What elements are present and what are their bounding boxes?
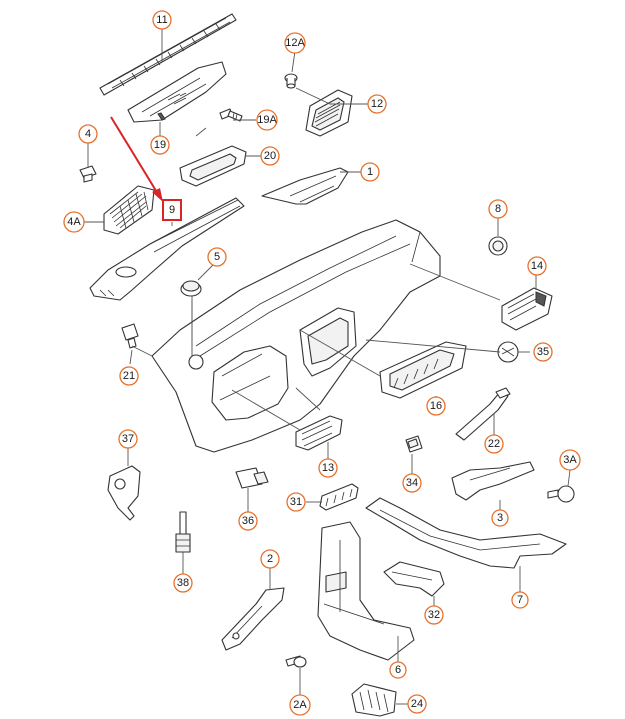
- callout-12a-label: 12A: [285, 37, 305, 49]
- part-37-sensor-housing[interactable]: [107, 465, 141, 521]
- callout-6-label: 6: [395, 664, 401, 676]
- part-4-bolt[interactable]: [79, 165, 97, 183]
- part-6-center-duct[interactable]: [317, 521, 415, 661]
- callout-22[interactable]: 22: [484, 434, 504, 454]
- callout-14-label: 14: [531, 260, 543, 272]
- part-19-cover-panel[interactable]: [127, 61, 227, 123]
- callout-36-label: 36: [242, 515, 254, 527]
- part-32-vent-duct[interactable]: [383, 561, 445, 597]
- part-38-sensor[interactable]: [175, 511, 191, 553]
- part-31-small-vent[interactable]: [319, 483, 359, 511]
- callout-21-label: 21: [123, 370, 135, 382]
- callout-9-label: 9: [169, 204, 175, 216]
- callout-31[interactable]: 31: [286, 492, 306, 512]
- callout-7[interactable]: 7: [511, 591, 529, 609]
- callout-1-label: 1: [367, 166, 373, 178]
- part-35-round-cap[interactable]: [497, 341, 519, 363]
- callout-4a-label: 4A: [67, 216, 81, 228]
- callout-12a[interactable]: 12A: [284, 32, 306, 54]
- callout-2a[interactable]: 2A: [289, 694, 311, 716]
- part-2-bracket[interactable]: [221, 587, 285, 651]
- part-21-clip[interactable]: [121, 323, 139, 349]
- part-12-vent-grille[interactable]: [305, 89, 353, 137]
- part-3a-bolt[interactable]: [547, 485, 575, 503]
- part-1-upper-cover[interactable]: [261, 167, 349, 205]
- callout-4a[interactable]: 4A: [63, 211, 85, 233]
- highlight-arrow: [110, 116, 163, 202]
- callout-8[interactable]: 8: [488, 199, 508, 219]
- part-9-a-pillar-trim[interactable]: [89, 197, 245, 301]
- callout-34-label: 34: [406, 477, 418, 489]
- callout-16[interactable]: 16: [426, 396, 446, 416]
- part-20-display-frame[interactable]: [179, 145, 247, 187]
- part-22-hose[interactable]: [455, 387, 511, 441]
- callout-32-label: 32: [428, 609, 440, 621]
- callout-9-highlighted[interactable]: 9: [162, 199, 182, 221]
- callout-11-label: 11: [156, 14, 167, 26]
- callout-38[interactable]: 38: [173, 573, 193, 593]
- part-36-connector[interactable]: [235, 467, 269, 489]
- callout-36[interactable]: 36: [238, 511, 258, 531]
- callout-34[interactable]: 34: [402, 473, 422, 493]
- callout-21[interactable]: 21: [119, 366, 139, 386]
- part-3-bracket[interactable]: [451, 461, 535, 501]
- part-4a-speaker-grille[interactable]: [103, 185, 155, 235]
- callout-8-label: 8: [495, 203, 501, 215]
- callout-12[interactable]: 12: [367, 94, 387, 114]
- callout-22-label: 22: [488, 438, 500, 450]
- callout-3[interactable]: 3: [491, 509, 509, 527]
- callout-37-label: 37: [122, 433, 134, 445]
- callout-31-label: 31: [290, 496, 302, 508]
- callout-11[interactable]: 11: [152, 10, 172, 30]
- callout-19[interactable]: 19: [150, 135, 170, 155]
- callout-2-label: 2: [267, 553, 273, 565]
- callout-16-label: 16: [430, 400, 442, 412]
- callout-13-label: 13: [322, 462, 334, 474]
- callout-13[interactable]: 13: [318, 458, 338, 478]
- dashboard-main-body[interactable]: [151, 219, 441, 453]
- part-8-round-cap[interactable]: [488, 236, 508, 256]
- callout-6[interactable]: 6: [389, 661, 407, 679]
- callout-19-label: 19: [154, 139, 166, 151]
- callout-37[interactable]: 37: [118, 429, 138, 449]
- callout-3-label: 3: [497, 512, 503, 524]
- part-7-air-duct[interactable]: [365, 497, 567, 569]
- callout-4[interactable]: 4: [78, 124, 98, 144]
- leader-lines: [82, 29, 571, 705]
- callout-24[interactable]: 24: [407, 694, 427, 714]
- part-11-top-trim-strip[interactable]: [99, 13, 237, 96]
- callout-38-label: 38: [177, 577, 189, 589]
- part-16-center-vent[interactable]: [379, 341, 467, 399]
- part-24-vent-grille[interactable]: [351, 683, 397, 717]
- callout-19a[interactable]: 19A: [256, 109, 278, 131]
- callout-1[interactable]: 1: [360, 162, 380, 182]
- callout-7-label: 7: [517, 594, 523, 606]
- part-2a-bolt[interactable]: [285, 655, 307, 668]
- callout-20[interactable]: 20: [260, 146, 280, 166]
- part-19a-screw[interactable]: [219, 108, 243, 122]
- callout-2a-label: 2A: [293, 699, 307, 711]
- part-13-left-vent[interactable]: [295, 415, 343, 451]
- callout-20-label: 20: [264, 150, 276, 162]
- callout-3a-label: 3A: [563, 454, 577, 466]
- part-5-plug[interactable]: [180, 280, 202, 297]
- part-12a-clip[interactable]: [284, 73, 298, 89]
- callout-19a-label: 19A: [257, 114, 277, 126]
- callout-5[interactable]: 5: [207, 247, 227, 267]
- callout-4-label: 4: [85, 128, 91, 140]
- callout-12-label: 12: [371, 98, 383, 110]
- part-14-side-vent[interactable]: [501, 287, 553, 331]
- callout-3a[interactable]: 3A: [559, 449, 581, 471]
- callout-35[interactable]: 35: [533, 342, 553, 362]
- callout-35-label: 35: [537, 346, 549, 358]
- callout-2[interactable]: 2: [260, 549, 280, 569]
- callout-14[interactable]: 14: [527, 256, 547, 276]
- part-34-switch[interactable]: [405, 435, 423, 453]
- callout-32[interactable]: 32: [424, 605, 444, 625]
- callout-5-label: 5: [214, 251, 220, 263]
- callout-24-label: 24: [411, 698, 423, 710]
